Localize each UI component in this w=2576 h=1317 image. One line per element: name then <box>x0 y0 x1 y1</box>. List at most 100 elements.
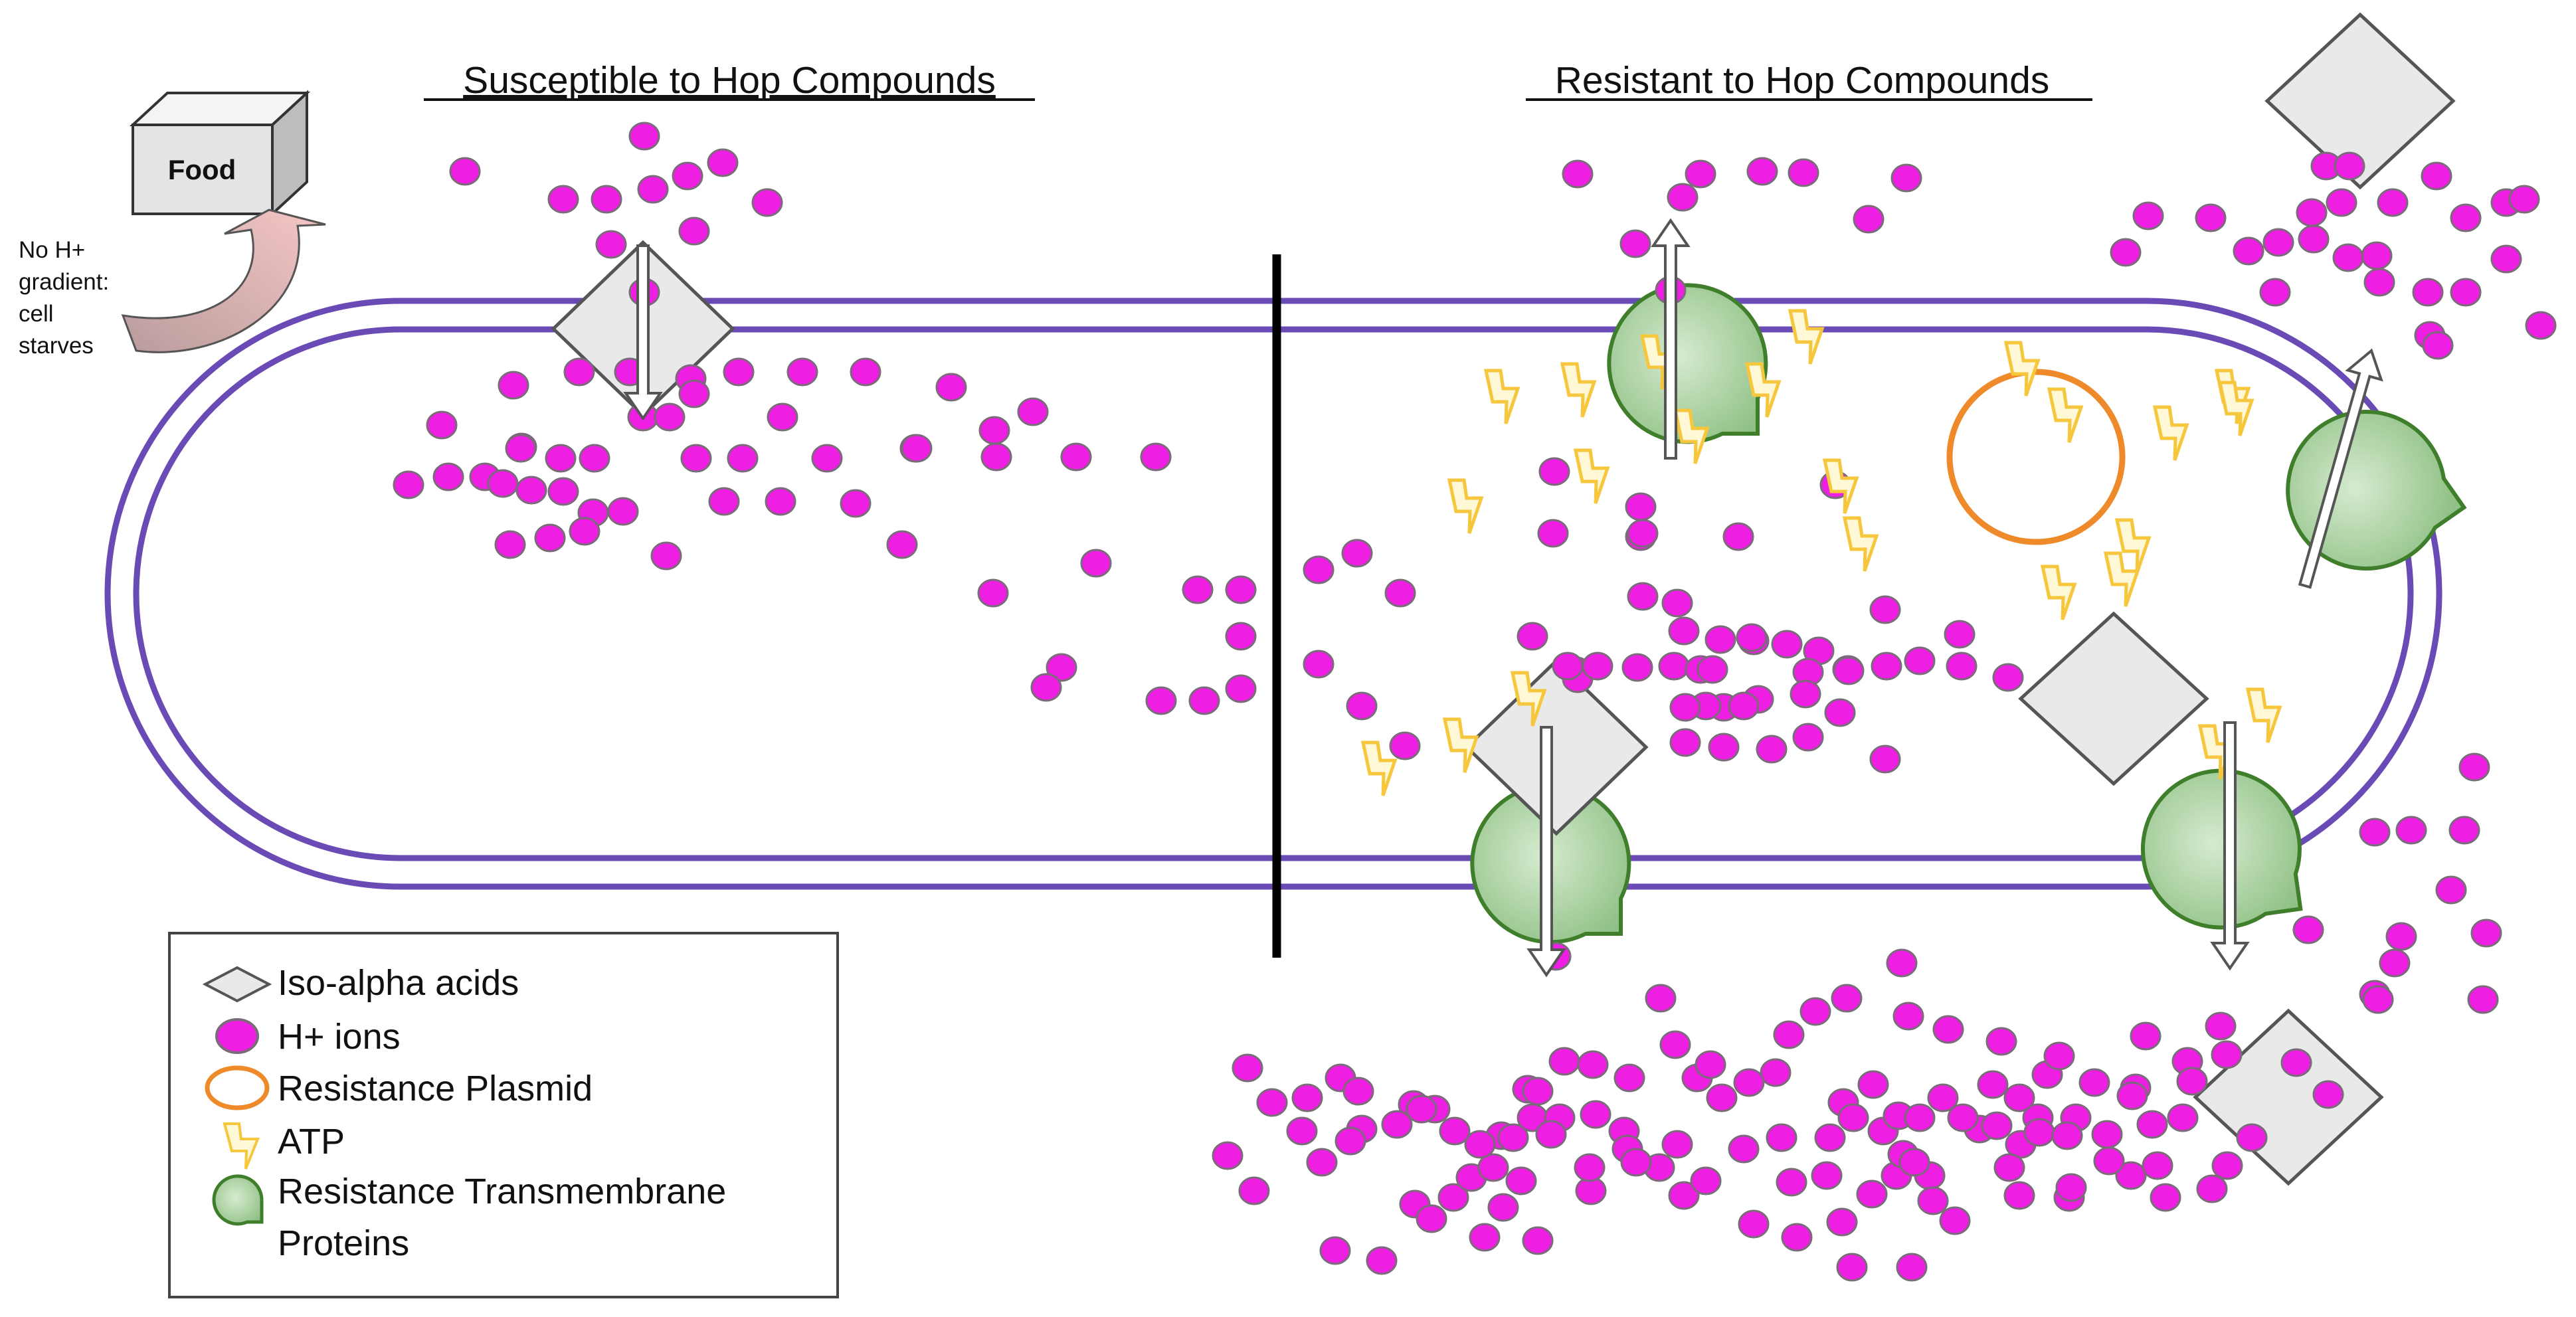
h-ion <box>1708 733 1740 762</box>
h-ion <box>1697 655 1728 684</box>
h-ion <box>2055 1173 2087 1202</box>
h-ion <box>1824 698 1856 727</box>
atp-bolt <box>2217 381 2254 436</box>
h-ion <box>901 434 933 463</box>
h-ion <box>1869 745 1901 774</box>
h-ion <box>569 517 600 546</box>
h-ion <box>1619 229 1651 258</box>
atp-bolt <box>1560 362 1597 418</box>
h-ion <box>2395 816 2427 845</box>
h-ion <box>1733 1068 1765 1097</box>
h-ion <box>650 541 682 571</box>
h-ion <box>1522 1077 1554 1106</box>
atp-bolt <box>2152 405 2189 461</box>
atp-bolt <box>1788 309 1825 365</box>
legend: Iso-alpha acids H+ ions Resistance Plasm… <box>168 932 839 1298</box>
h-ion <box>1898 1148 1930 1177</box>
h-ion <box>2167 1103 2199 1132</box>
h-ion <box>1993 1153 2025 1182</box>
h-ion <box>1659 1030 1691 1059</box>
h-ion <box>1522 1226 1554 1255</box>
h-ion <box>2196 1174 2228 1203</box>
h-ion <box>1303 555 1334 584</box>
h-ion <box>1620 1148 1652 1177</box>
h-ion <box>654 402 686 432</box>
h-ion <box>723 357 755 387</box>
h-ion <box>2259 278 2291 307</box>
legend-label: Proteins <box>278 1223 409 1263</box>
h-ion <box>1685 159 1716 189</box>
h-ion <box>1947 1103 1979 1132</box>
h-ion <box>1140 442 1172 472</box>
h-ion <box>2448 816 2480 845</box>
h-ion <box>2116 1081 2148 1110</box>
h-ion <box>2377 188 2409 217</box>
atp-bolt <box>2003 341 2041 396</box>
h-ion <box>1389 731 1421 760</box>
h-ion <box>2298 224 2330 254</box>
h-ion <box>498 371 529 400</box>
iso-alpha-acid <box>1464 658 1649 836</box>
food-note-line: gradient: <box>19 269 109 295</box>
h-ion <box>1946 652 1978 681</box>
h-ion <box>2292 915 2324 944</box>
h-ion <box>595 230 627 259</box>
h-ion <box>1439 1116 1471 1146</box>
food-note-line: cell <box>19 301 54 327</box>
h-ion <box>1738 1209 1770 1239</box>
transmembrane-protein <box>2286 410 2467 571</box>
h-ion <box>2051 1121 2083 1150</box>
h-ion <box>1238 1176 1270 1205</box>
h-ion <box>2508 185 2540 214</box>
h-ion <box>1580 1100 1611 1129</box>
atp-bolt <box>1842 516 1879 572</box>
h-ion <box>1537 519 1569 548</box>
h-ion <box>1256 1088 1288 1117</box>
atp-bolt <box>2245 687 2282 743</box>
h-ion <box>1896 1253 1928 1282</box>
h-ion <box>977 578 1009 608</box>
h-ion <box>1831 984 1863 1013</box>
h-ion <box>2110 238 2142 267</box>
h-ion <box>708 487 740 516</box>
atp-bolt <box>1573 448 1610 504</box>
iso-alpha-acid <box>2018 611 2209 786</box>
h-ion <box>1613 1063 1645 1093</box>
h-ion <box>607 497 639 526</box>
atp-bolt <box>2114 518 2152 574</box>
h-ion <box>2363 268 2395 297</box>
food-arrow <box>121 209 326 353</box>
h-ion <box>1145 686 1177 715</box>
h-ion <box>1992 663 2024 692</box>
h-ion <box>1464 1130 1496 1159</box>
h-ion <box>1341 539 1373 568</box>
h-ion <box>1406 1095 1437 1124</box>
h-ion <box>2003 1083 2035 1112</box>
h-ion <box>1932 1015 1964 1044</box>
h-ion <box>563 357 595 387</box>
h-ion <box>487 469 519 498</box>
h-ion <box>2078 1068 2110 1097</box>
resistance-plasmid <box>1946 369 2126 545</box>
h-ion <box>1416 1204 1447 1233</box>
transmembrane-protein <box>1607 283 1768 444</box>
h-ion <box>1695 1050 1726 1079</box>
h-ion <box>1799 997 1831 1026</box>
transport-arrow <box>1526 726 1566 978</box>
transmembrane-protein <box>2141 768 2303 930</box>
h-ion <box>1232 1053 1263 1083</box>
h-ion <box>1704 625 1736 654</box>
h-ion <box>751 188 783 217</box>
h-ion <box>1188 686 1220 715</box>
h-ion <box>2359 818 2391 847</box>
h-ion <box>1487 1193 1519 1222</box>
transport-arrow <box>2298 348 2383 589</box>
h-ion <box>1981 1111 2013 1140</box>
h-ion <box>1562 159 1594 189</box>
h-ion <box>2280 1048 2312 1077</box>
h-ion <box>2003 1181 2035 1210</box>
h-ion <box>2150 1183 2181 1212</box>
h-ion <box>2205 1011 2237 1041</box>
h-ion <box>2362 985 2394 1014</box>
h-ion <box>1690 1166 1722 1195</box>
